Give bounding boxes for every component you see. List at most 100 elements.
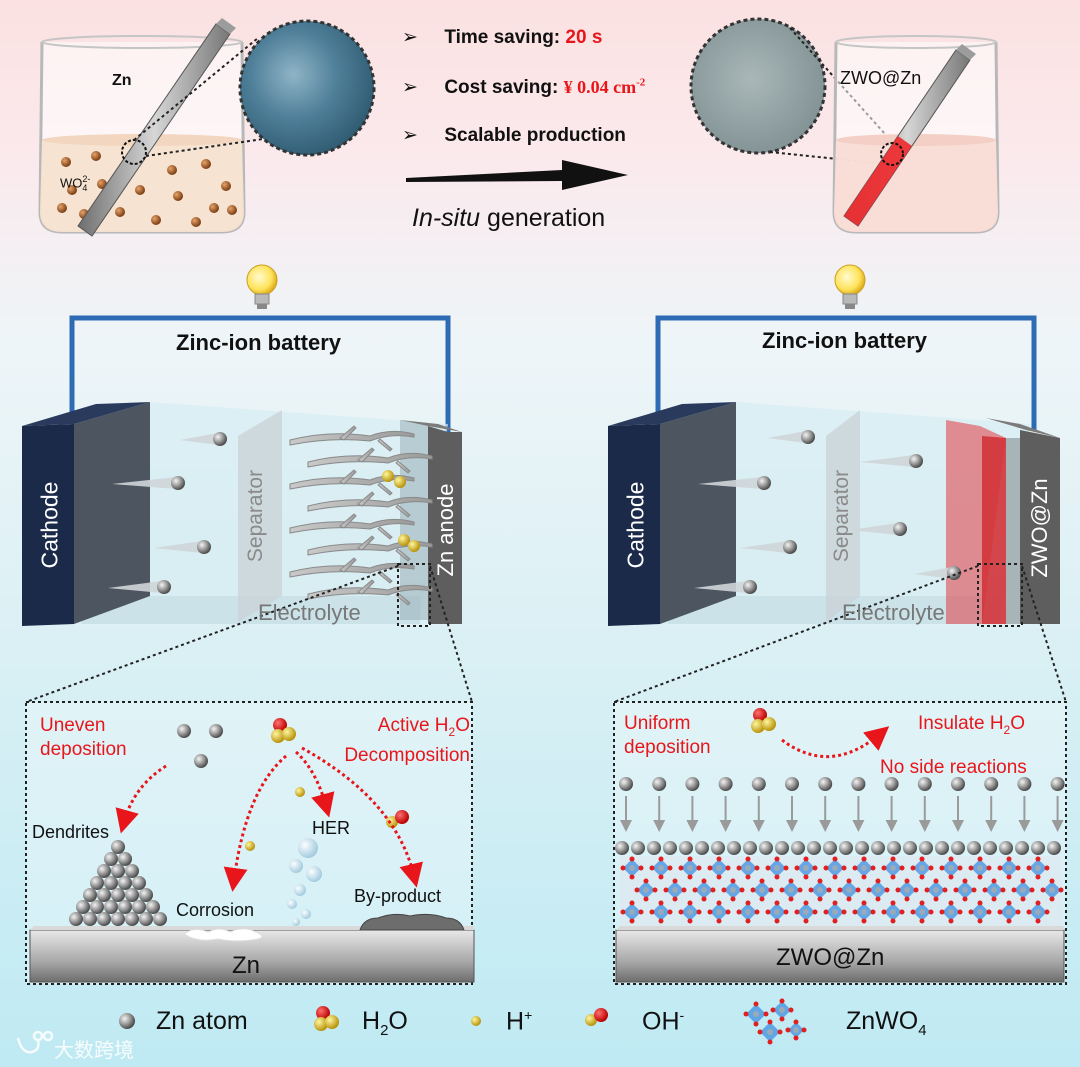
o-atom	[823, 865, 829, 871]
right-beaker-label: ZWO@Zn	[840, 68, 922, 88]
o-atom	[716, 918, 722, 924]
o-atom	[638, 909, 644, 915]
o-atom	[803, 856, 809, 862]
zwo-zn-rod	[843, 44, 976, 227]
o-atom	[672, 878, 678, 884]
o-atom	[957, 909, 963, 915]
w-atom	[977, 909, 983, 915]
o-atom	[785, 1027, 791, 1033]
o-atom	[812, 865, 818, 871]
bullet-marker: ➢	[402, 77, 418, 98]
w-atom	[875, 887, 881, 893]
right-panel-h2o	[751, 708, 776, 733]
legend-h2o-icon	[314, 1006, 339, 1031]
o-atom	[777, 1029, 783, 1035]
dendrite-pyramid	[69, 840, 167, 926]
o-atom	[725, 865, 731, 871]
h2-bubble	[306, 866, 322, 882]
zn-atom	[97, 912, 111, 926]
o-atom	[687, 900, 693, 906]
o-atom	[754, 865, 760, 871]
zn-atom	[139, 888, 153, 902]
o-atom	[1011, 887, 1017, 893]
bulb-icon	[834, 264, 866, 309]
dendrite-branch	[395, 460, 411, 474]
zn-atom	[104, 852, 118, 866]
o-atom	[977, 918, 983, 924]
o-atom	[667, 909, 673, 915]
left-panel-arrows	[115, 746, 423, 892]
ion-trail	[698, 477, 762, 489]
ion-trail	[860, 455, 914, 467]
zn-atom	[97, 888, 111, 902]
o-atom	[649, 909, 655, 915]
o-atom	[861, 856, 867, 862]
left-panel-h2o	[271, 718, 296, 743]
o-atom	[629, 874, 635, 880]
left-zoom-box	[397, 563, 431, 627]
o-atom	[910, 865, 916, 871]
wo4-ion	[167, 165, 177, 175]
o-atom	[753, 1001, 759, 1007]
o-atom	[957, 865, 963, 871]
h2-bubble	[301, 909, 311, 919]
o-atom	[754, 909, 760, 915]
dendrite-branch	[357, 491, 375, 507]
o-atom	[997, 909, 1003, 915]
insulate-arrow	[781, 726, 890, 759]
o-atom	[846, 896, 852, 902]
dendrite-branch	[395, 504, 411, 518]
o-atom	[638, 865, 644, 871]
zn-ion	[743, 580, 757, 594]
w-atom	[774, 865, 780, 871]
ion-trail	[850, 523, 898, 535]
o-atom	[919, 918, 925, 924]
o-atom	[701, 878, 707, 884]
w-atom	[977, 865, 983, 871]
o-atom	[1006, 918, 1012, 924]
o-atom	[783, 865, 789, 871]
o-atom	[739, 887, 745, 893]
o-atom	[861, 918, 867, 924]
left-panel-hplus	[295, 787, 305, 797]
o-atom	[667, 865, 673, 871]
o-atom	[817, 878, 823, 884]
zn-atom	[823, 841, 837, 855]
o-atom	[977, 856, 983, 862]
zn-atom	[132, 876, 146, 890]
o-atom	[620, 865, 626, 871]
w-atom	[745, 865, 751, 871]
right-zoom-line-top	[789, 27, 895, 145]
right-anode-label: ZWO@Zn	[1027, 478, 1052, 578]
right-anode	[1020, 430, 1060, 624]
o-atom	[1035, 856, 1041, 862]
left-panel-oh	[386, 810, 409, 828]
o-atom	[832, 900, 838, 906]
zn-ion	[213, 432, 227, 446]
left-substrate-label: Zn	[232, 952, 261, 979]
o-atom	[774, 856, 780, 862]
zn-atom	[919, 841, 933, 855]
zn-atom	[871, 841, 885, 855]
dendrite	[289, 430, 415, 446]
o-atom	[1006, 900, 1012, 906]
legend-oh-icon	[585, 1008, 608, 1026]
dendrite	[289, 518, 415, 534]
o-atom	[736, 909, 742, 915]
dendrite-branch	[339, 469, 357, 485]
ion-trail	[914, 567, 952, 579]
o-atom	[765, 865, 771, 871]
dendrite-branch	[395, 592, 411, 606]
o-atom	[884, 887, 890, 893]
dendrite	[307, 584, 433, 600]
w-atom	[687, 865, 693, 871]
dendrite-branch	[377, 482, 393, 496]
right-cathode-label: Cathode	[622, 481, 649, 569]
o-atom	[629, 900, 635, 906]
o-atom	[910, 909, 916, 915]
legend-zn-atom-icon	[119, 1013, 135, 1029]
o-atom	[933, 878, 939, 884]
o-atom	[919, 856, 925, 862]
uniform-zn-layer	[615, 841, 1061, 855]
o-atom	[977, 900, 983, 906]
